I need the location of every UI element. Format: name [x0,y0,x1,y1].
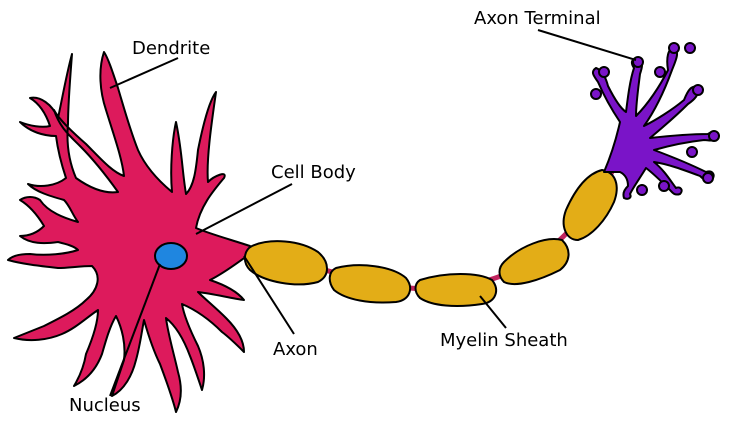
terminal-bouton [708,130,720,142]
terminal-bouton [654,66,666,78]
dendrite-leader [109,57,179,89]
cell-body-label: Cell Body [271,162,356,183]
terminal-bouton [686,146,698,158]
axon-terminal-label: Axon Terminal [474,8,601,29]
terminal-bouton [636,184,648,196]
myelin-segment [244,240,328,286]
terminal-bouton [598,66,610,78]
myelin-sheath-label: Myelin Sheath [440,330,568,351]
nucleus-leader [109,263,161,397]
myelin-segment [414,273,498,307]
axon-label: Axon [273,339,318,360]
terminal-bouton [684,42,696,54]
myelin-segment [328,264,412,304]
cell-body-leader [195,183,293,235]
axon-terminal-group [590,42,720,200]
myelin-sheath-leader [479,295,507,329]
axon-leader [243,255,295,335]
nucleus-label: Nucleus [69,395,141,416]
myelin-segment [498,238,570,286]
myelin-segment [562,169,618,241]
axon-terminal-leader [537,29,637,61]
terminal-bouton [668,42,680,54]
myelin-sheath-group [244,169,618,307]
axon-terminal-shape [591,47,720,200]
terminal-bouton [590,88,602,100]
nucleus-shape [154,242,188,270]
terminal-bouton [702,172,714,184]
cell-body-shape [7,51,251,413]
dendrite-label: Dendrite [132,38,210,59]
terminal-bouton [658,180,670,192]
terminal-bouton [692,84,704,96]
